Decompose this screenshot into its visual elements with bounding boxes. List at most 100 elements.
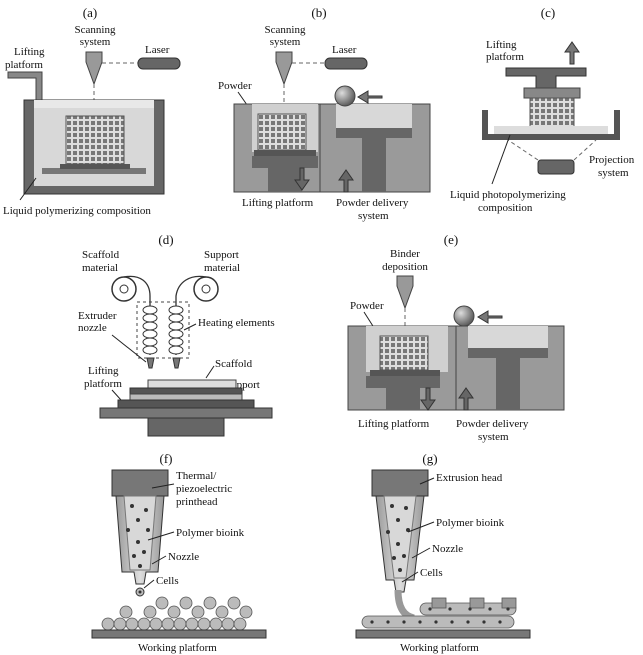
panel-f-letter: (f) [160, 451, 173, 466]
panel-f-head-label-2: piezoelectric [176, 483, 232, 495]
roller-icon [453, 305, 475, 327]
panel-c-projection-label: Projection [589, 154, 635, 166]
lifting-platform-c [505, 67, 587, 89]
panel-d-support-material-label-2: material [204, 262, 240, 274]
panel-d-scaffold-material-label-2: material [82, 262, 118, 274]
panel-c-lifting-label: Lifting [486, 39, 517, 51]
bioink-dots-g [386, 504, 410, 572]
panel-g-nozzle-label: Nozzle [432, 543, 463, 555]
panel-b-delivery-label-2: system [358, 210, 389, 222]
panel-a: (a) Scanning system Laser Lifting platfo… [3, 5, 181, 217]
panel-f-bioink-label: Polymer bioink [176, 527, 245, 539]
arrow-down-icon [294, 167, 310, 191]
panel-d-extruder-label: Extruder [78, 310, 117, 322]
panel-c-letter: (c) [541, 5, 555, 20]
panel-b-laser-label: Laser [332, 44, 357, 56]
scaffold-a [65, 115, 125, 165]
panel-b-scanning-label: Scanning [265, 24, 306, 36]
panel-g-bioink-label: Polymer bioink [436, 517, 505, 529]
panel-a-liquid-label: Liquid polymerizing composition [3, 205, 151, 217]
deposited-cells-f [101, 596, 253, 631]
heating-coil-right [168, 305, 184, 355]
panel-d-scaffold-material-label: Scaffold [82, 249, 120, 261]
arrow-down-icon [420, 387, 436, 411]
panel-d: (d) Scaffold material Support material E… [78, 232, 275, 437]
panel-f-nozzle-label: Nozzle [168, 551, 199, 563]
panel-g-head-label: Extrusion head [436, 472, 503, 484]
panel-a-scanning-label: Scanning [75, 24, 116, 36]
extruded-strand [394, 589, 415, 622]
panel-a-lifting-label-2: platform [5, 59, 43, 71]
platform-a [42, 168, 146, 174]
arrow-up-icon [338, 169, 354, 193]
panel-a-laser-label: Laser [145, 44, 170, 56]
panel-d-letter: (d) [158, 232, 173, 247]
binder-head-icon [396, 275, 414, 310]
scaffold-e [379, 335, 429, 371]
panel-b-delivery-label: Powder delivery [336, 197, 409, 209]
panel-b-lifting-label: Lifting platform [242, 197, 314, 209]
panel-e-binder-label: Binder [390, 248, 420, 260]
panel-a-lifting-label: Lifting [14, 46, 45, 58]
panel-c-liquid-label-2: composition [478, 202, 533, 214]
panel-b-scanning-label-2: system [270, 36, 301, 48]
laser-icon [324, 57, 368, 70]
printhead-f [111, 469, 169, 497]
panel-e-delivery-label: Powder delivery [456, 418, 529, 430]
bioink-dots-f [126, 504, 150, 568]
panel-d-extruder-label-2: nozzle [78, 322, 107, 334]
panel-d-lifting-label: Lifting [88, 365, 119, 377]
panel-g: (g) Extrusion head Polymer bioink Nozzle… [355, 451, 531, 654]
panel-c-lifting-label-2: platform [486, 51, 524, 63]
panel-e-powder-label: Powder [350, 300, 384, 312]
scaffold-filament [123, 275, 151, 355]
roller-icon [334, 85, 356, 107]
panel-e-delivery-label-2: system [478, 431, 509, 443]
panel-b-powder-label: Powder [218, 80, 252, 92]
scanning-head-icon [275, 51, 293, 86]
arrow-left-icon [357, 90, 383, 104]
working-platform-g [355, 629, 531, 639]
panel-e-letter: (e) [444, 232, 458, 247]
panel-d-heating-label: Heating elements [198, 317, 275, 329]
panel-e-binder-label-2: deposition [382, 261, 428, 273]
support-layer [129, 387, 243, 395]
panel-a-letter: (a) [83, 5, 97, 20]
panel-g-letter: (g) [422, 451, 437, 466]
panel-c-liquid-label: Liquid photopolymerizing [450, 189, 566, 201]
deposited-strands-g [361, 597, 517, 629]
extruder-nozzle-left [146, 357, 155, 369]
panel-e-lifting-label: Lifting platform [358, 418, 430, 430]
panel-f-cells-label: Cells [156, 575, 179, 587]
arrow-left-icon [477, 310, 503, 324]
arrow-up-icon [564, 41, 580, 65]
panel-f-head-label: Thermal/ [176, 470, 217, 482]
panel-f: (f) Thermal/ piezoelectric printhead Pol… [91, 451, 267, 654]
laser-icon [137, 57, 181, 70]
panel-d-support-material-label: Support [204, 249, 239, 261]
scaffold-c [529, 97, 575, 131]
arrow-up-icon [458, 387, 474, 411]
panel-d-scaffold-label: Scaffold [215, 358, 253, 370]
panel-c: (c) Lifting platform Projection system L… [450, 5, 635, 214]
working-platform-f [91, 629, 267, 639]
extruder-nozzle-right [172, 357, 181, 369]
scanning-head-icon [85, 51, 103, 86]
scaffold-b [257, 113, 307, 151]
panel-a-scanning-label-2: system [80, 36, 111, 48]
panel-f-platform-label: Working platform [138, 642, 217, 654]
panel-e: (e) Binder deposition Powder Lifting pla… [347, 232, 565, 443]
panel-g-platform-label: Working platform [400, 642, 479, 654]
panel-f-head-label-3: printhead [176, 496, 218, 508]
support-filament [175, 275, 207, 355]
panel-b-letter: (b) [311, 5, 326, 20]
heating-elements-box [136, 301, 190, 359]
panel-c-projection-label-2: system [598, 167, 629, 179]
heating-coil-left [142, 305, 158, 355]
scaffold-layer [147, 379, 237, 389]
projector-icon [537, 159, 575, 175]
extrusion-head-g [371, 469, 429, 497]
panel-b: (b) Scanning system Laser Powder Lifting… [218, 5, 431, 222]
panel-d-lifting-label-2: platform [84, 378, 122, 390]
